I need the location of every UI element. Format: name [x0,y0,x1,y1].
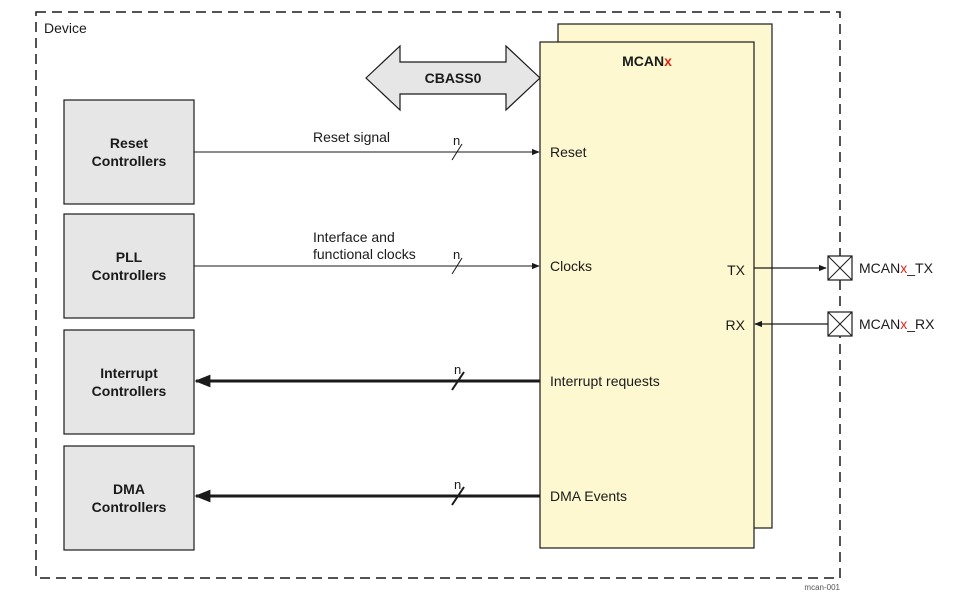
dma-bus-width: n [454,477,461,492]
port-interrupt-requests: Interrupt requests [550,373,660,389]
module-title: MCANx [622,53,672,69]
clocks-bus-slash [451,257,463,275]
port-clocks: Clocks [550,258,592,274]
port-tx: TX [727,262,746,278]
clocks-bus-width: n [453,247,460,262]
device-label: Device [44,20,87,36]
module-title-suffix: x [664,53,672,69]
port-reset: Reset [550,144,587,160]
pll-controllers-line2: Controllers [92,267,167,283]
cbass0-label: CBASS0 [425,70,482,86]
figure-id: mcan-001 [804,583,840,592]
clocks-signal-label-line2: functional clocks [313,246,416,262]
port-rx: RX [726,317,746,333]
reset-signal-label: Reset signal [313,129,390,145]
dma-controllers-block: DMA Controllers [63,445,195,551]
clocks-signal-label-line1: Interface and [313,229,395,245]
rx-pin-icon [827,311,853,337]
reset-controllers-line2: Controllers [92,153,167,169]
interrupt-controllers-line1: Interrupt [100,365,158,381]
device-boundary [35,11,841,579]
tx-pin-icon [827,255,853,281]
dma-bus-slash [451,486,465,506]
interrupt-controllers-block: Interrupt Controllers [63,329,195,435]
mcan-module [539,41,755,549]
dma-controllers-line2: Controllers [92,499,167,515]
interrupt-controllers-line2: Controllers [92,383,167,399]
pin-mcanx-tx-label: MCANx_TX [859,260,934,276]
dma-controllers-line1: DMA [113,481,145,497]
reset-bus-width: n [453,133,460,148]
reset-controllers-block: Reset Controllers [63,99,195,205]
pin-mcanx-rx-label: MCANx_RX [859,316,935,332]
pll-controllers-line1: PLL [116,249,143,265]
reset-bus-slash [451,143,463,161]
interrupt-bus-width: n [454,362,461,377]
reset-controllers-line1: Reset [110,135,148,151]
port-dma-events: DMA Events [550,488,627,504]
interrupt-bus-slash [451,371,465,391]
pll-controllers-block: PLL Controllers [63,213,195,319]
